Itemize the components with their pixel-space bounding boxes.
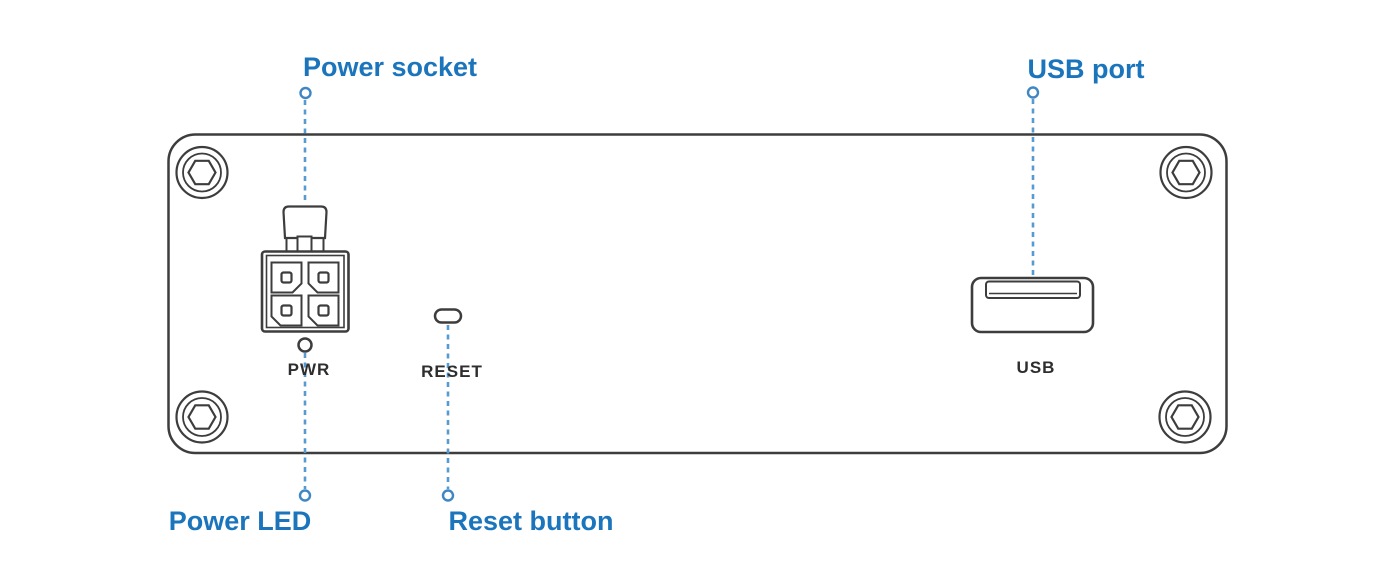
power-socket-callout-label: Power socket	[302, 52, 478, 82]
usb-port-leader-dot	[1026, 86, 1040, 99]
reset-panel-label: RESET	[421, 362, 483, 381]
usb-panel-label: USB	[1016, 358, 1056, 377]
pwr-panel-label: PWR	[287, 360, 331, 379]
power-led-indicator-icon	[297, 337, 313, 353]
device-enclosure-outline	[167, 133, 1228, 455]
power-socket-connector-icon	[260, 205, 350, 333]
power-socket-leader-dot	[299, 86, 312, 100]
power-led-callout-label: Power LED	[168, 506, 312, 536]
usb-port-icon	[970, 276, 1095, 334]
callout-leader-lines	[298, 86, 1040, 502]
reset-pinhole-icon	[433, 308, 463, 324]
reset-button-leader-dot	[441, 489, 455, 502]
power-led-leader-dot	[298, 489, 312, 502]
usb-port-callout-label: USB port	[1027, 54, 1145, 84]
reset-button-callout-label: Reset button	[448, 506, 614, 536]
